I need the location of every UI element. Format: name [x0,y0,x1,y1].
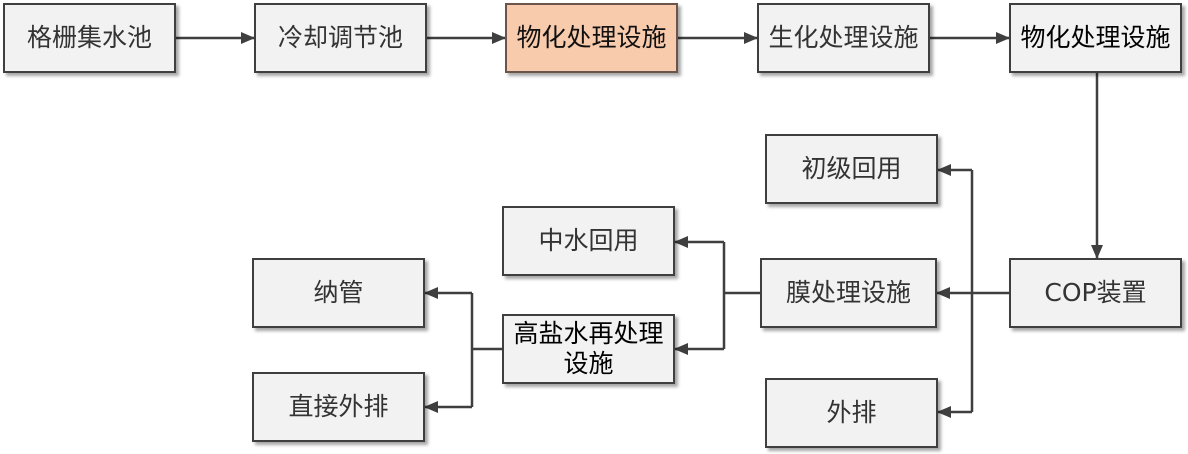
node-physchem-1-highlighted: 物化处理设施 [505,3,678,73]
node-sewer: 纳管 [252,258,425,328]
node-cooling-tank: 冷却调节池 [254,3,427,73]
node-primary-reuse: 初级回用 [765,134,938,204]
node-label: 生化处理设施 [768,23,919,52]
node-biochem: 生化处理设施 [757,3,930,73]
node-label: COP装置 [1044,278,1147,307]
node-label: 纳管 [313,278,364,307]
node-label: 格栅集水池 [26,23,152,52]
node-label: 外排 [826,398,877,427]
node-label: 物化处理设施 [516,23,667,52]
node-brine-treatment: 高盐水再处理 设施 [502,314,675,384]
node-label-line-1: 高盐水再处理 [513,319,664,348]
node-label-line-2: 设施 [563,349,614,378]
node-physchem-2: 物化处理设施 [1009,3,1182,73]
node-membrane: 膜处理设施 [760,258,937,328]
node-cop: COP装置 [1009,258,1182,328]
node-label: 膜处理设施 [785,278,911,307]
node-label: 中水回用 [538,226,639,255]
node-label: 直接外排 [288,392,389,421]
node-label: 冷却调节池 [277,23,403,52]
node-label: 初级回用 [801,154,902,183]
node-external-discharge: 外排 [765,378,938,448]
node-reclaimed-reuse: 中水回用 [502,206,675,276]
node-label: 物化处理设施 [1020,23,1171,52]
node-direct-discharge: 直接外排 [252,372,425,442]
node-grille-tank: 格栅集水池 [3,3,176,73]
